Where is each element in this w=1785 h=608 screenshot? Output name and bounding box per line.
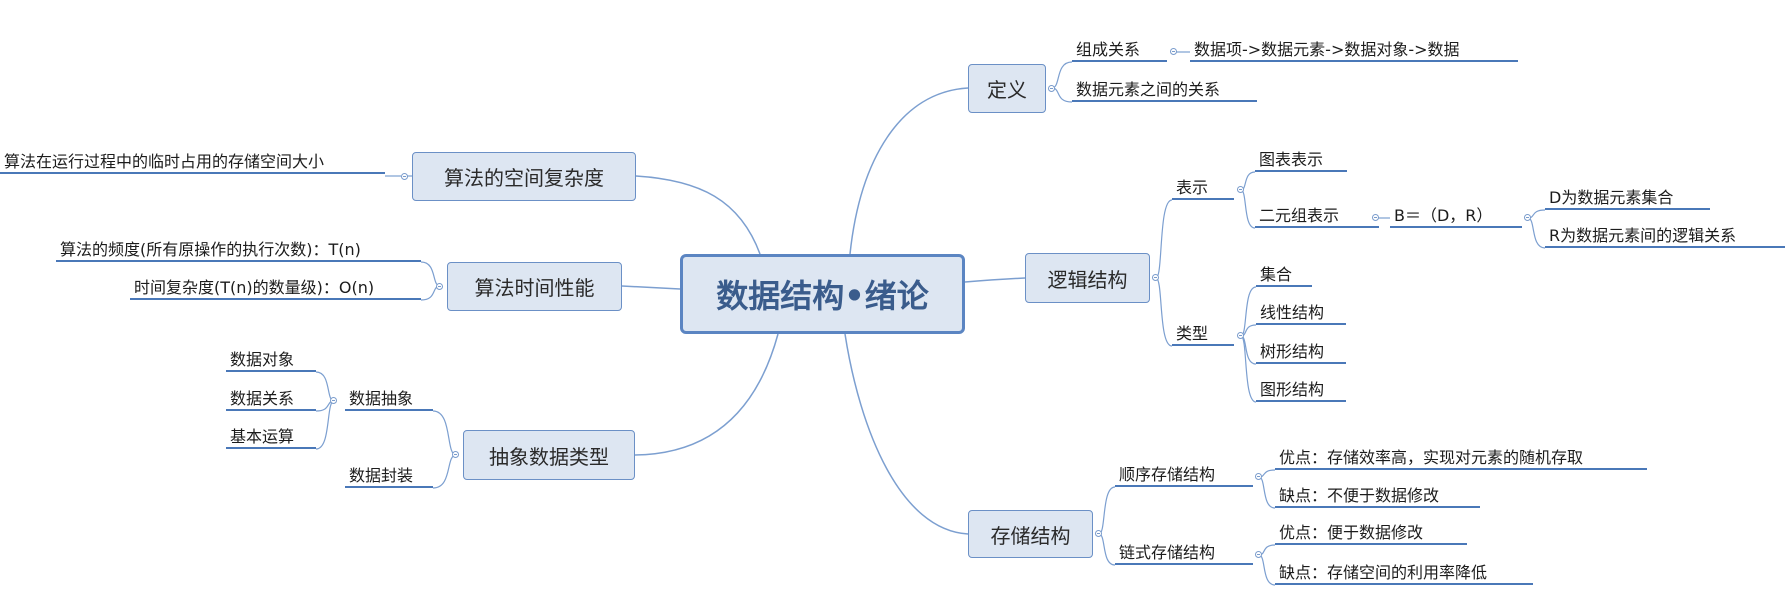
topic-storage-structure[interactable]: 存储结构 [968,510,1093,558]
node-linked-con[interactable]: 缺点：存储空间的利用率降低 [1275,563,1533,585]
node-frequency[interactable]: 算法的频度(所有原操作的执行次数)：T(n) [56,240,421,262]
connector-line [1258,476,1276,509]
topic-space-complexity[interactable]: 算法的空间复杂度 [412,152,636,201]
node-tuple-formula[interactable]: B＝（D，R） [1390,206,1522,228]
node-element-relation[interactable]: 数据元素之间的关系 [1072,80,1257,102]
node-graph-representation[interactable]: 图表表示 [1255,150,1347,172]
connector-line [1051,61,1073,89]
collapse-toggle-icon[interactable] [1152,274,1159,281]
collapse-toggle-icon[interactable] [1372,214,1379,221]
collapse-toggle-icon[interactable] [436,283,443,290]
node-time-complexity[interactable]: 时间复杂度(T(n)的数量级)：O(n) [130,278,421,300]
node-tuple-representation[interactable]: 二元组表示 [1255,206,1379,228]
node-types[interactable]: 类型 [1172,324,1234,346]
connector-line [1098,533,1116,566]
node-composition[interactable]: 组成关系 [1072,40,1167,62]
connector-line [1527,217,1546,249]
connector-line [634,333,779,456]
abstraction-item[interactable]: 数据对象 [226,350,316,372]
type-item[interactable]: 图形结构 [1256,380,1346,402]
node-sequential-pro[interactable]: 优点：存储效率高，实现对元素的随机存取 [1275,448,1647,470]
collapse-toggle-icon[interactable] [1170,48,1177,55]
node-sequential-con[interactable]: 缺点：不便于数据修改 [1275,486,1480,508]
connector-line [844,333,969,535]
connector-line [1155,199,1173,279]
abstraction-item[interactable]: 基本运算 [226,427,316,449]
collapse-toggle-icon[interactable] [1095,530,1102,537]
node-linked-storage[interactable]: 链式存储结构 [1115,543,1253,565]
topic-logical-structure[interactable]: 逻辑结构 [1025,253,1150,303]
node-space-detail[interactable]: 算法在运行过程中的临时占用的存储空间大小 [0,152,385,174]
topic-definition[interactable]: 定义 [968,64,1046,113]
type-item[interactable]: 线性结构 [1256,303,1346,325]
collapse-toggle-icon[interactable] [1237,186,1244,193]
connector-line [621,285,681,290]
connector-line [432,410,457,456]
collapse-toggle-icon[interactable] [1255,551,1262,558]
collapse-toggle-icon[interactable] [1237,332,1244,339]
topic-abstract-data-type[interactable]: 抽象数据类型 [463,430,635,480]
node-composition-chain[interactable]: 数据项->数据元素->数据对象->数据 [1190,40,1518,62]
node-linked-pro[interactable]: 优点：便于数据修改 [1275,523,1467,545]
connector-line [1240,286,1257,337]
connector-line [1240,189,1256,229]
type-item[interactable]: 树形结构 [1256,342,1346,364]
connector-line [849,87,969,255]
node-data-abstraction[interactable]: 数据抽象 [345,389,433,411]
connector-line [1258,554,1276,586]
abstraction-item[interactable]: 数据关系 [226,389,316,411]
connector-line [432,454,457,489]
connector-line [1098,486,1116,535]
connector-line [635,175,761,255]
collapse-toggle-icon[interactable] [401,173,408,180]
root-topic[interactable]: 数据结构•绪论 [680,254,965,334]
collapse-toggle-icon[interactable] [1255,473,1262,480]
topic-time-performance[interactable]: 算法时间性能 [447,262,622,311]
connector-line [1051,87,1073,103]
connector-line [1155,277,1173,347]
collapse-toggle-icon[interactable] [1524,214,1531,221]
node-data-encapsulation[interactable]: 数据封装 [345,466,433,488]
collapse-toggle-icon[interactable] [1048,85,1055,92]
node-representation[interactable]: 表示 [1172,178,1234,200]
collapse-toggle-icon[interactable] [330,397,337,404]
connector-line [964,277,1026,283]
connector-line [1240,335,1257,403]
type-item[interactable]: 集合 [1256,265,1312,287]
node-d-elements[interactable]: D为数据元素集合 [1545,188,1710,210]
node-r-relations[interactable]: R为数据元素间的逻辑关系 [1545,226,1785,248]
collapse-toggle-icon[interactable] [452,451,459,458]
node-sequential-storage[interactable]: 顺序存储结构 [1115,465,1253,487]
